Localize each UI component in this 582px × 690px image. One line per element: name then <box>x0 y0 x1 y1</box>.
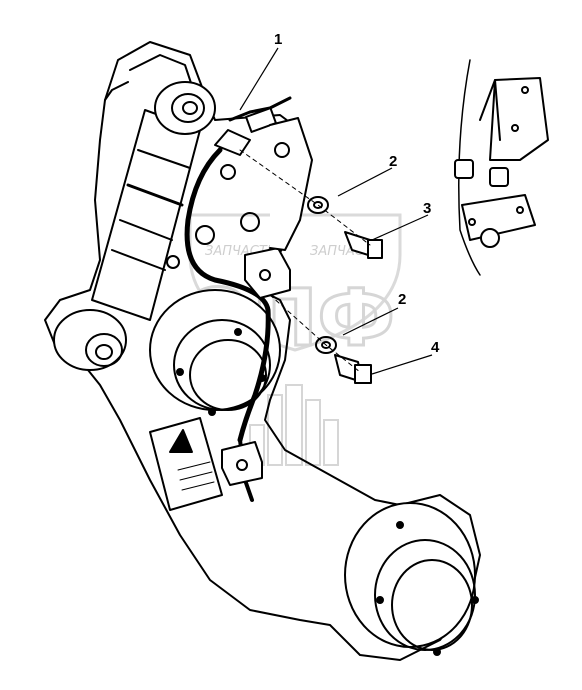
upper-arm-edge-2 <box>104 81 129 101</box>
upper-hub <box>149 289 281 416</box>
bracket-plate <box>269 117 313 251</box>
shock-absorber <box>91 109 201 321</box>
bolt-3 <box>344 231 383 259</box>
shock-top-eye <box>154 81 216 135</box>
bracket-bolt-2 <box>240 212 260 232</box>
callout-2-upper: 2 <box>389 153 397 170</box>
leader-lines <box>239 47 433 375</box>
callout-1: 1 <box>274 31 282 48</box>
warning-label <box>149 417 223 511</box>
watermark-building-icon <box>249 384 339 466</box>
mount-bolt-b <box>166 255 180 269</box>
mount-bolt-a <box>220 164 236 180</box>
callout-3: 3 <box>423 200 431 217</box>
callout-4: 4 <box>431 339 440 356</box>
bolt-4 <box>334 354 372 384</box>
alignment-line-2 <box>269 294 361 373</box>
washer-1 <box>307 196 329 214</box>
washer-2 <box>315 336 337 354</box>
callout-2-lower: 2 <box>398 291 406 308</box>
alignment-line-1 <box>239 149 371 246</box>
inset-detail <box>454 59 549 276</box>
callout-labels: 1 2 3 2 4 <box>274 31 440 356</box>
hydraulic-hose <box>184 147 271 443</box>
bracket-bolt <box>274 142 290 158</box>
hose-top-fitting <box>214 96 292 156</box>
mount-bolt-c <box>195 225 215 245</box>
shock-bottom-eye <box>53 309 127 371</box>
lower-hub <box>344 502 479 656</box>
hose-clamp-lower <box>221 441 263 486</box>
upper-arm-edge <box>129 54 196 96</box>
